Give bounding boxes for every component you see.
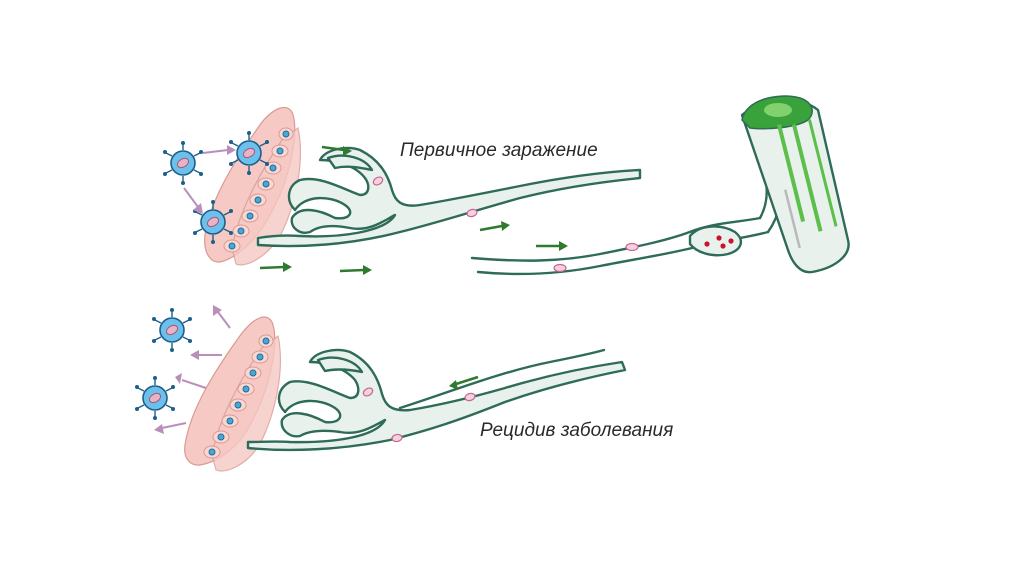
direction-arrow-icon: [183, 145, 236, 214]
relapse-panel: Рецидив заболевания: [134, 305, 673, 472]
nerve-fiber-icon: [246, 348, 627, 452]
caption-primary-infection: Первичное заражение: [400, 140, 598, 161]
virus-icon: [151, 307, 193, 353]
direction-arrow-icon: [449, 375, 479, 390]
direction-arrow-icon: [154, 305, 231, 434]
virus-icon: [134, 375, 176, 421]
nerve-fiber-icon: [256, 146, 642, 248]
caption-relapse: Рецидив заболевания: [480, 420, 673, 441]
skin-tissue-icon: [184, 316, 281, 472]
virus-icon: [162, 140, 204, 186]
primary-infection-panel: Первичное заражение: [162, 95, 850, 276]
ganglion-icon: [740, 95, 850, 274]
skin-tissue-icon: [204, 106, 301, 266]
direction-arrow-icon: [259, 145, 568, 275]
infected-swelling: [688, 225, 743, 257]
